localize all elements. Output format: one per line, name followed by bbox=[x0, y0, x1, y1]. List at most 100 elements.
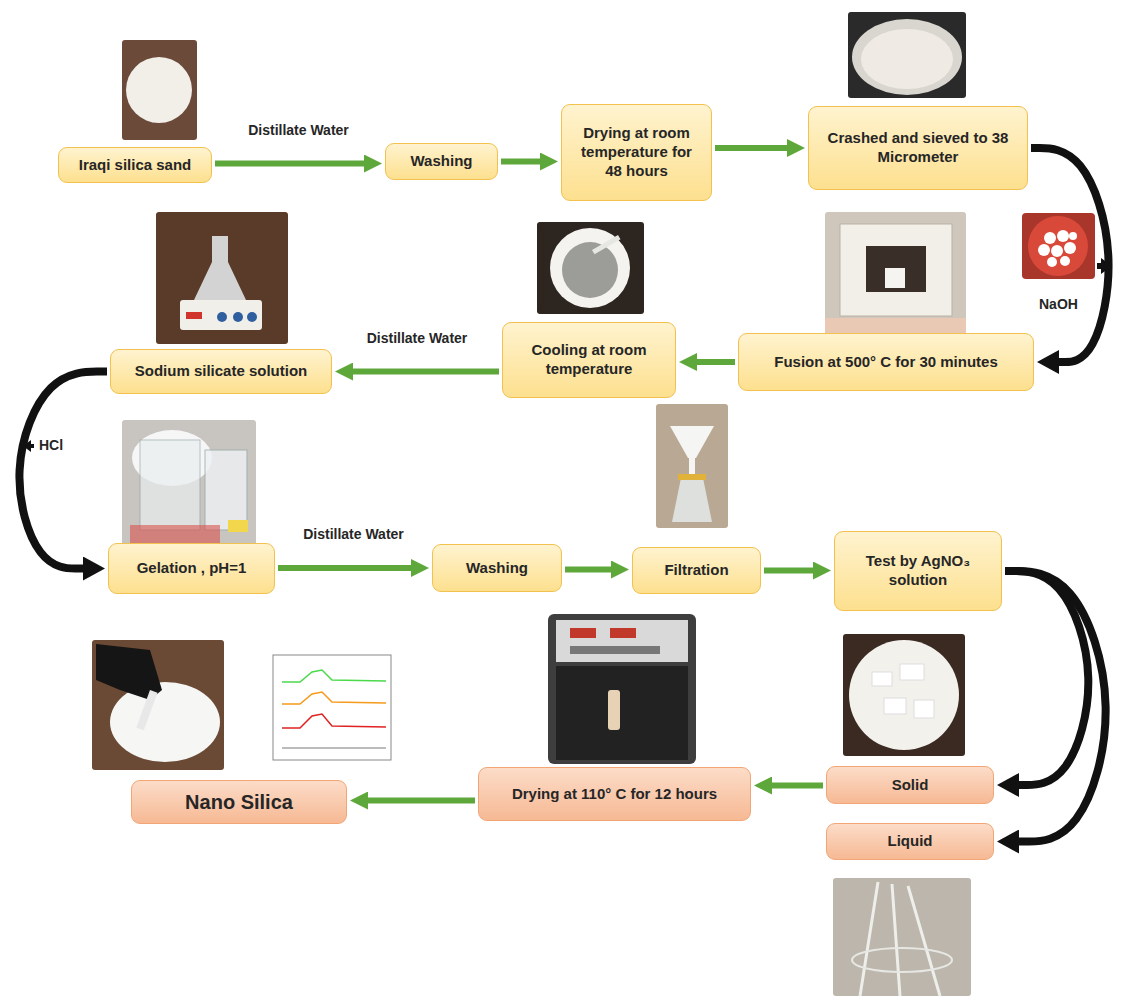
process-box: Liquid bbox=[826, 823, 994, 860]
naoh-photo bbox=[1047, 257, 1057, 267]
step-text: Fusion at 500° C for 30 minutes bbox=[774, 353, 998, 372]
solid-photo bbox=[900, 664, 924, 680]
step-text: Drying at room temperature for 48 hours bbox=[578, 124, 695, 180]
process-box: Fusion at 500° C for 30 minutes bbox=[738, 333, 1034, 391]
step-text: Sodium silicate solution bbox=[135, 362, 308, 381]
filtration-photo bbox=[656, 404, 728, 528]
edge-label: Distillate Water bbox=[300, 526, 407, 542]
gelation-photo bbox=[122, 420, 256, 551]
reagent-label: NaOH bbox=[1036, 296, 1081, 312]
oven-photo bbox=[556, 620, 688, 662]
flow-arrow bbox=[715, 145, 787, 151]
filtration-photo bbox=[678, 474, 706, 480]
solid-photo bbox=[843, 634, 965, 756]
gelation-photo bbox=[122, 420, 256, 551]
flow-arrow bbox=[565, 567, 611, 573]
step-text: Liquid bbox=[888, 832, 933, 851]
curved-arrow bbox=[19, 372, 107, 569]
step-text: Solid bbox=[892, 776, 929, 795]
edge-label: Distillate Water bbox=[364, 330, 471, 346]
sand-photo bbox=[126, 57, 192, 123]
liquid-photo bbox=[833, 878, 971, 996]
stirrer-photo bbox=[186, 312, 202, 319]
xrd-chart bbox=[282, 692, 386, 704]
solid-photo bbox=[843, 634, 965, 756]
solid-photo bbox=[914, 700, 934, 718]
xrd-chart bbox=[282, 714, 386, 728]
nano-silica-photo bbox=[92, 640, 224, 770]
furnace-photo bbox=[825, 212, 966, 334]
stirrer-photo bbox=[247, 312, 257, 322]
gelation-photo bbox=[130, 525, 220, 543]
process-box: Washing bbox=[432, 544, 562, 592]
stirrer-photo bbox=[194, 236, 246, 300]
powder-photo bbox=[852, 19, 962, 95]
gelation-photo bbox=[228, 520, 248, 532]
curved-arrow bbox=[1005, 571, 1106, 842]
oven-photo bbox=[570, 646, 660, 654]
flow-arrow bbox=[501, 159, 540, 165]
liquid-photo bbox=[852, 948, 952, 972]
stirrer-photo bbox=[233, 312, 243, 322]
filtration-photo bbox=[656, 404, 728, 528]
stirrer-photo bbox=[156, 212, 288, 344]
step-text: Filtration bbox=[664, 561, 728, 580]
stirrer-photo bbox=[180, 300, 262, 330]
oven-photo bbox=[610, 628, 636, 638]
naoh-photo bbox=[1064, 242, 1076, 254]
step-text: Gelation , pH=1 bbox=[137, 559, 247, 578]
naoh-photo bbox=[1051, 245, 1063, 257]
powder-photo bbox=[861, 29, 953, 89]
process-box: Drying at 110° C for 12 hours bbox=[478, 767, 751, 821]
flow-arrow bbox=[278, 565, 411, 571]
naoh-photo bbox=[1038, 244, 1050, 256]
nano-silica-photo bbox=[110, 682, 220, 762]
process-box: Iraqi silica sand bbox=[58, 147, 212, 183]
powder-photo bbox=[848, 12, 966, 98]
step-text: Crashed and sieved to 38 Micrometer bbox=[825, 129, 1011, 167]
furnace-photo bbox=[866, 246, 926, 292]
nano-silica-photo bbox=[136, 690, 157, 730]
furnace-photo bbox=[825, 212, 966, 334]
process-box: Filtration bbox=[632, 547, 761, 594]
xrd-chart bbox=[273, 655, 391, 760]
sand-photo bbox=[122, 40, 197, 140]
step-text: Washing bbox=[411, 152, 473, 171]
naoh-photo bbox=[1028, 216, 1088, 276]
naoh-photo bbox=[1057, 230, 1069, 242]
solid-photo bbox=[872, 672, 892, 686]
curved-arrow bbox=[1031, 148, 1109, 362]
furnace-photo bbox=[840, 224, 952, 316]
flow-arrow bbox=[353, 369, 499, 375]
step-text: Iraqi silica sand bbox=[79, 156, 192, 175]
oven-photo bbox=[548, 614, 696, 764]
sand-photo bbox=[122, 40, 197, 140]
naoh-photo bbox=[1022, 213, 1095, 279]
oven-photo bbox=[570, 628, 596, 638]
oven-photo bbox=[608, 690, 620, 730]
flow-arrow bbox=[215, 161, 364, 167]
solid-photo bbox=[884, 698, 906, 714]
step-text: Drying at 110° C for 12 hours bbox=[512, 785, 717, 804]
liquid-photo bbox=[833, 878, 971, 996]
process-box: Solid bbox=[826, 766, 994, 804]
process-box: Sodium silicate solution bbox=[110, 349, 332, 394]
process-box: Test by AgNO₃ solution bbox=[834, 531, 1002, 611]
xrd-chart bbox=[273, 655, 391, 760]
step-text: Nano Silica bbox=[185, 790, 293, 815]
flow-arrow bbox=[772, 783, 823, 789]
gelation-photo bbox=[205, 450, 247, 530]
powder-photo bbox=[848, 12, 966, 98]
step-text: Cooling at room temperature bbox=[519, 341, 659, 379]
naoh-photo bbox=[1060, 256, 1070, 266]
filtration-photo bbox=[670, 426, 714, 458]
nano-silica-photo bbox=[92, 640, 224, 770]
bowl-photo bbox=[550, 228, 630, 308]
furnace-photo bbox=[825, 318, 966, 334]
process-box: Nano Silica bbox=[131, 780, 347, 824]
flow-arrow bbox=[764, 568, 813, 574]
edge-label: Distillate Water bbox=[245, 122, 352, 138]
xrd-chart bbox=[282, 670, 386, 682]
